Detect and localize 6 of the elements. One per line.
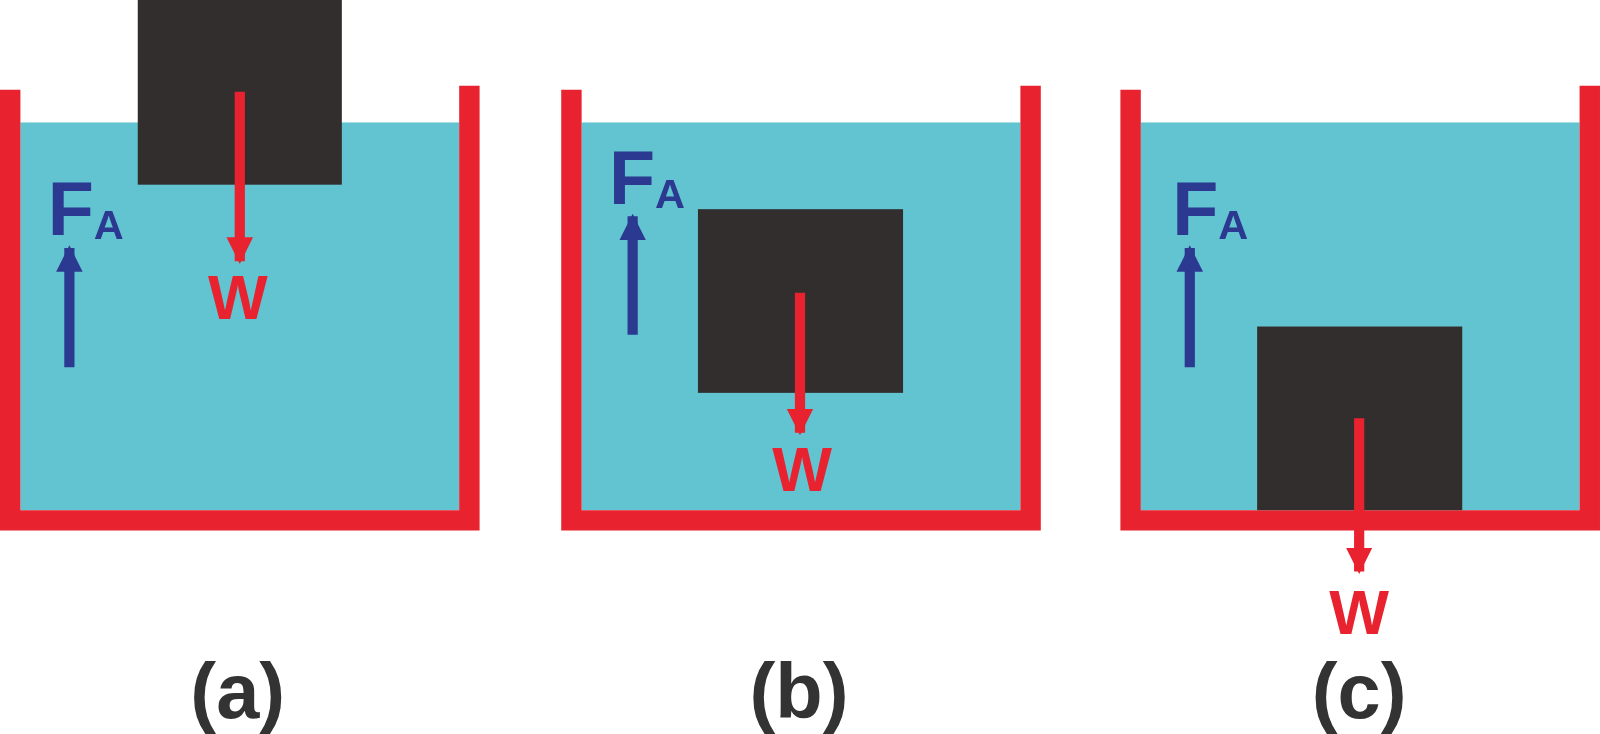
force-label: W — [1329, 580, 1390, 644]
force-label: F$_{A}$ — [1172, 171, 1249, 247]
force-label: F$_{A}$ — [47, 171, 124, 247]
force-label: W — [207, 266, 268, 330]
force-label: W — [772, 437, 832, 501]
force-label: F$_{A}$ — [608, 140, 685, 217]
